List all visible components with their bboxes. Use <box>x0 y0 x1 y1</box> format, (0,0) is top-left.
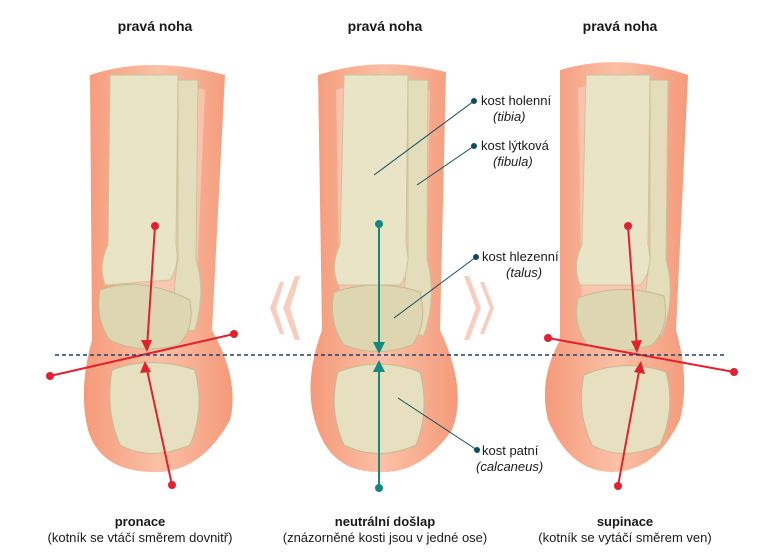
talus-bone <box>575 289 666 351</box>
label-fibula: kost lýtková (fibula) <box>481 138 549 170</box>
label-calcaneus-latin: (calcaneus) <box>476 459 544 474</box>
axis-leg-end <box>375 220 383 228</box>
calcaneus-bone <box>580 365 671 454</box>
axis-leg-arrowhead <box>373 342 385 354</box>
caption-pronation-title: pronace <box>114 514 166 529</box>
motion-chevrons-left <box>270 276 300 340</box>
axis-ankle-tilt-start <box>544 334 552 342</box>
label-tibia-name: kost holenní <box>481 93 552 108</box>
fibula-bone <box>403 79 432 336</box>
axis-heel-arrowhead <box>140 361 151 373</box>
label-calcaneus-name: kost patní <box>482 443 539 458</box>
axis-leg-end <box>151 222 159 230</box>
label-tibia-latin: (tibia) <box>493 109 526 124</box>
caption-supination-title: supinace <box>596 514 654 529</box>
label-talus-latin: (talus) <box>506 265 543 280</box>
panel-title-neutral: pravá noha <box>347 18 423 34</box>
tibia-bone <box>101 74 179 286</box>
axis-leg-arrowhead <box>141 340 152 352</box>
foot-neutral <box>310 64 458 492</box>
tibia-bone <box>334 74 409 286</box>
axis-heel-end <box>614 482 622 490</box>
panel-title-pronation: pravá noha <box>117 18 193 34</box>
label-talus: kost hlezenní (talus) <box>482 249 559 281</box>
talus-bone <box>331 284 424 352</box>
axis-heel-arrowhead <box>634 361 645 374</box>
tibia-bone <box>576 74 651 286</box>
axis-ankle-tilt-end <box>230 330 238 338</box>
axis-leg-end <box>624 222 632 230</box>
axis-heel-arrowhead <box>373 360 385 372</box>
label-calcaneus: kost patní (calcaneus) <box>476 443 543 475</box>
fibula-bone <box>173 79 202 333</box>
axis-heel-end <box>168 481 176 489</box>
axis-heel-end <box>375 484 383 492</box>
caption-neutral-title: neutrální došlap <box>334 514 436 529</box>
talus-bone <box>98 283 192 350</box>
label-fibula-latin: (fibula) <box>493 154 533 169</box>
label-fibula-name: kost lýtková <box>481 138 549 153</box>
axis-leg <box>627 225 638 349</box>
axis-ankle-tilt <box>547 337 735 373</box>
caption-pronation-sub: (kotník se vtáčí směrem dovnitř) <box>47 530 233 545</box>
foot-supination <box>544 62 738 490</box>
caption-pronation: pronace (kotník se vtáčí směrem dovnitř) <box>10 514 270 546</box>
panel-title-supination: pravá noha <box>582 18 658 34</box>
label-talus-name: kost hlezenní <box>482 249 559 264</box>
label-leaders <box>373 98 480 453</box>
axis-heel <box>145 364 173 486</box>
foot-pronation <box>46 65 238 489</box>
label-tibia: kost holenní (tibia) <box>481 93 551 125</box>
axis-ankle-tilt-end <box>730 368 738 376</box>
caption-neutral: neutrální došlap (znázorněné kosti jsou … <box>255 514 515 546</box>
fibula-bone <box>645 79 671 336</box>
caption-supination: supinace (kotník se vytáčí směrem ven) <box>495 514 755 546</box>
axis-heel <box>617 365 641 487</box>
motion-chevrons-right <box>464 276 494 340</box>
axis-leg <box>146 225 156 349</box>
caption-supination-sub: (kotník se vytáčí směrem ven) <box>538 530 712 545</box>
caption-neutral-sub: (znázorněné kosti jsou v jedné ose) <box>282 530 488 545</box>
axis-leg-arrowhead <box>631 340 642 353</box>
axis-ankle-tilt-start <box>46 372 54 380</box>
